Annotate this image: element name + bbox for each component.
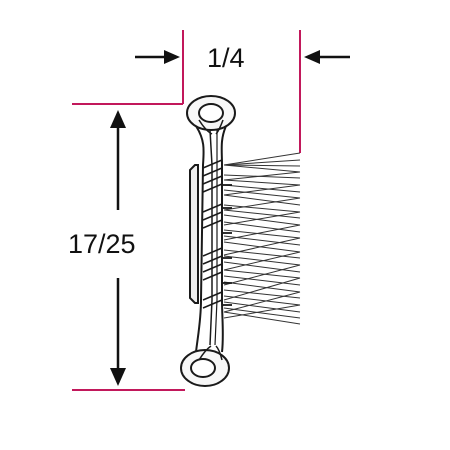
width-label: 1/4 [207,43,245,73]
top-loop-inner [198,103,224,123]
weatherstrip-profile [180,95,236,387]
back-plate [189,164,199,304]
height-label: 17/25 [68,229,136,259]
bottom-loop-inner [190,358,216,378]
bristles [223,152,301,325]
pile-strands [202,159,223,309]
bristle-anchors [222,184,232,306]
height-dimension [110,110,126,386]
body-inner-rail [209,129,213,346]
height-arrow-up-head [110,110,126,128]
width-dimension [135,50,350,64]
height-arrow-down-head [110,368,126,386]
width-arrow-left-head [304,50,320,64]
extension-lines [72,30,301,391]
width-arrow-right-head [164,50,180,64]
body-left-rail [195,125,205,353]
